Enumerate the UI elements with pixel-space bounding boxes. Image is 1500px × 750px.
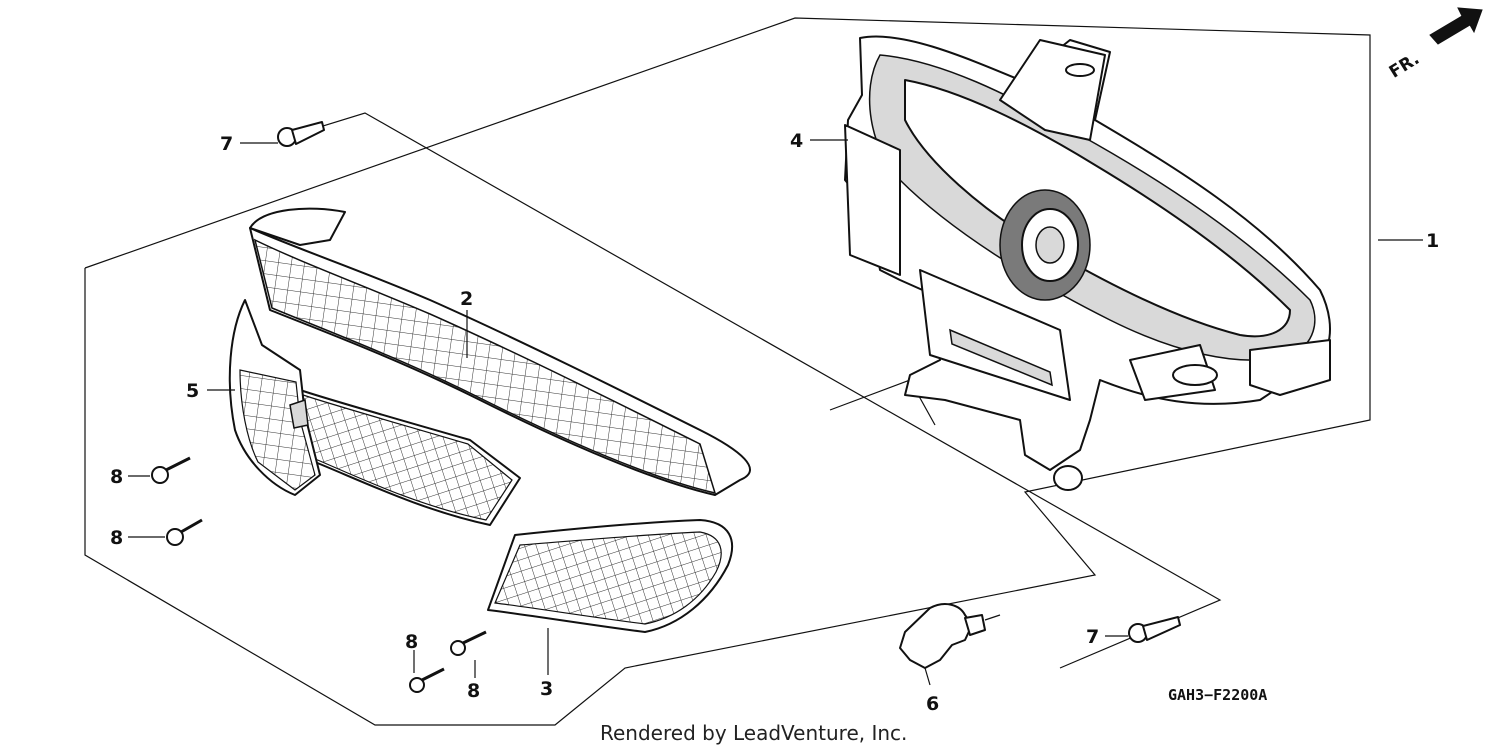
screw-8-a [151, 456, 191, 484]
screw-7-right [1128, 616, 1181, 643]
label-part-2: 2 [460, 288, 473, 310]
label-part-7-right: 7 [1086, 626, 1099, 648]
leader-lines [128, 139, 1423, 678]
bulb-socket [899, 603, 1001, 686]
label-part-8-d: 8 [467, 680, 480, 702]
screw-8-c [450, 630, 487, 656]
label-part-3: 3 [540, 678, 553, 700]
label-part-8-b: 8 [110, 527, 123, 549]
render-credit: Rendered by LeadVenture, Inc. [600, 721, 907, 745]
headlight-lens [249, 207, 751, 526]
label-part-5: 5 [186, 380, 199, 402]
label-part-8-a: 8 [110, 466, 123, 488]
side-reflector-lens [228, 299, 321, 496]
diagram-code: GAH3−F2200A [1168, 686, 1267, 704]
screw-7-top [277, 121, 325, 147]
part-labels: 1 2 3 4 5 6 7 7 8 8 8 8 [110, 130, 1439, 715]
screw-8-d [409, 667, 445, 693]
front-arrow-icon [1429, 7, 1483, 45]
label-part-4: 4 [790, 130, 803, 152]
screw-8-b [166, 518, 203, 546]
lower-lens [487, 519, 733, 633]
label-part-8-c: 8 [405, 631, 418, 653]
fr-text: FR. [1386, 49, 1423, 83]
headlight-housing [844, 35, 1331, 491]
label-part-1: 1 [1426, 230, 1439, 252]
label-part-6: 6 [926, 693, 939, 715]
front-direction-marker: FR. [1386, 7, 1483, 83]
label-part-7-top: 7 [220, 133, 233, 155]
